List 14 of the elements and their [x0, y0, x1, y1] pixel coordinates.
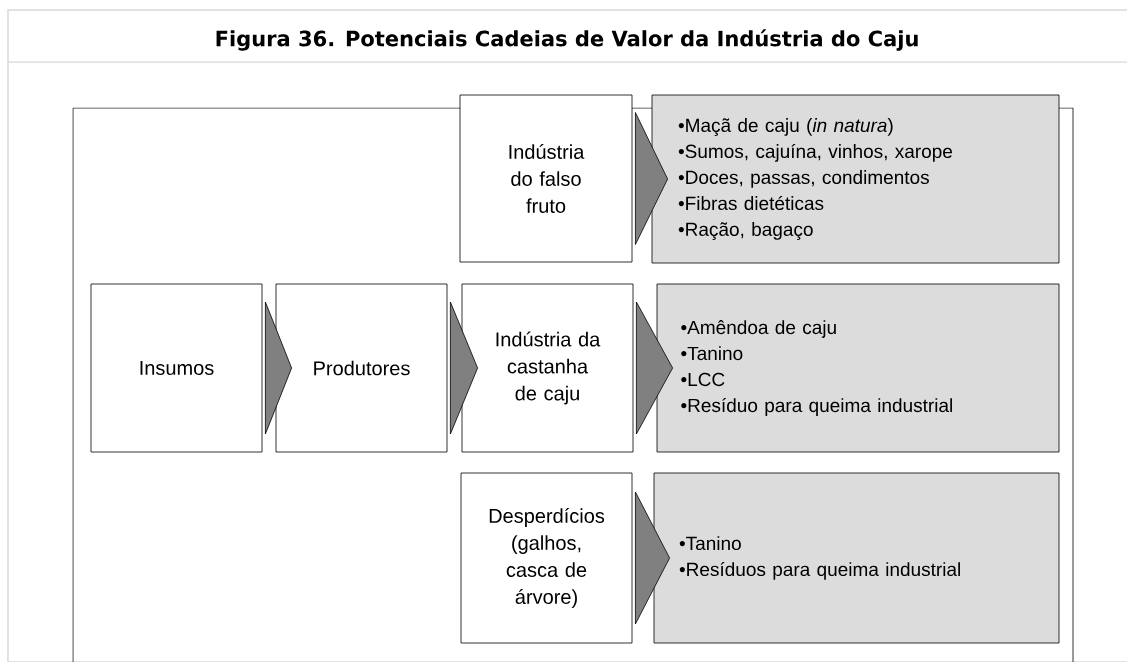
- stage-box: Desperdícios (galhos, casca de árvore): [460, 472, 633, 644]
- product-list-box: •Tanino •Resíduos para queima industrial: [653, 472, 1060, 644]
- stage-box: Insumos: [90, 283, 263, 453]
- product-list-box: •Amêndoa de caju •Tanino •LCC •Resíduo para queima industrial: [656, 283, 1060, 453]
- stage-box: Produtores: [275, 283, 448, 453]
- chevron-arrow: [635, 112, 668, 245]
- chevron-arrow: [636, 301, 673, 435]
- chevron-arrow: [265, 301, 292, 435]
- chevron-arrow: [450, 301, 478, 435]
- stage-box: Indústria do falso fruto: [459, 94, 633, 263]
- product-list-box: •Maçã de caju (in natura) •Sumos, cajuína, vinhos, xarope •Doces, passas, condimentos •Fibras dietéticas •Ração, bagaço: [651, 94, 1060, 264]
- figure-title: Figura 36. Potenciais Cadeias de Valor da Indústria do Caju: [216, 29, 918, 51]
- chevron-arrow: [635, 491, 670, 625]
- stage-box: Indústria da castanha de caju: [461, 283, 634, 453]
